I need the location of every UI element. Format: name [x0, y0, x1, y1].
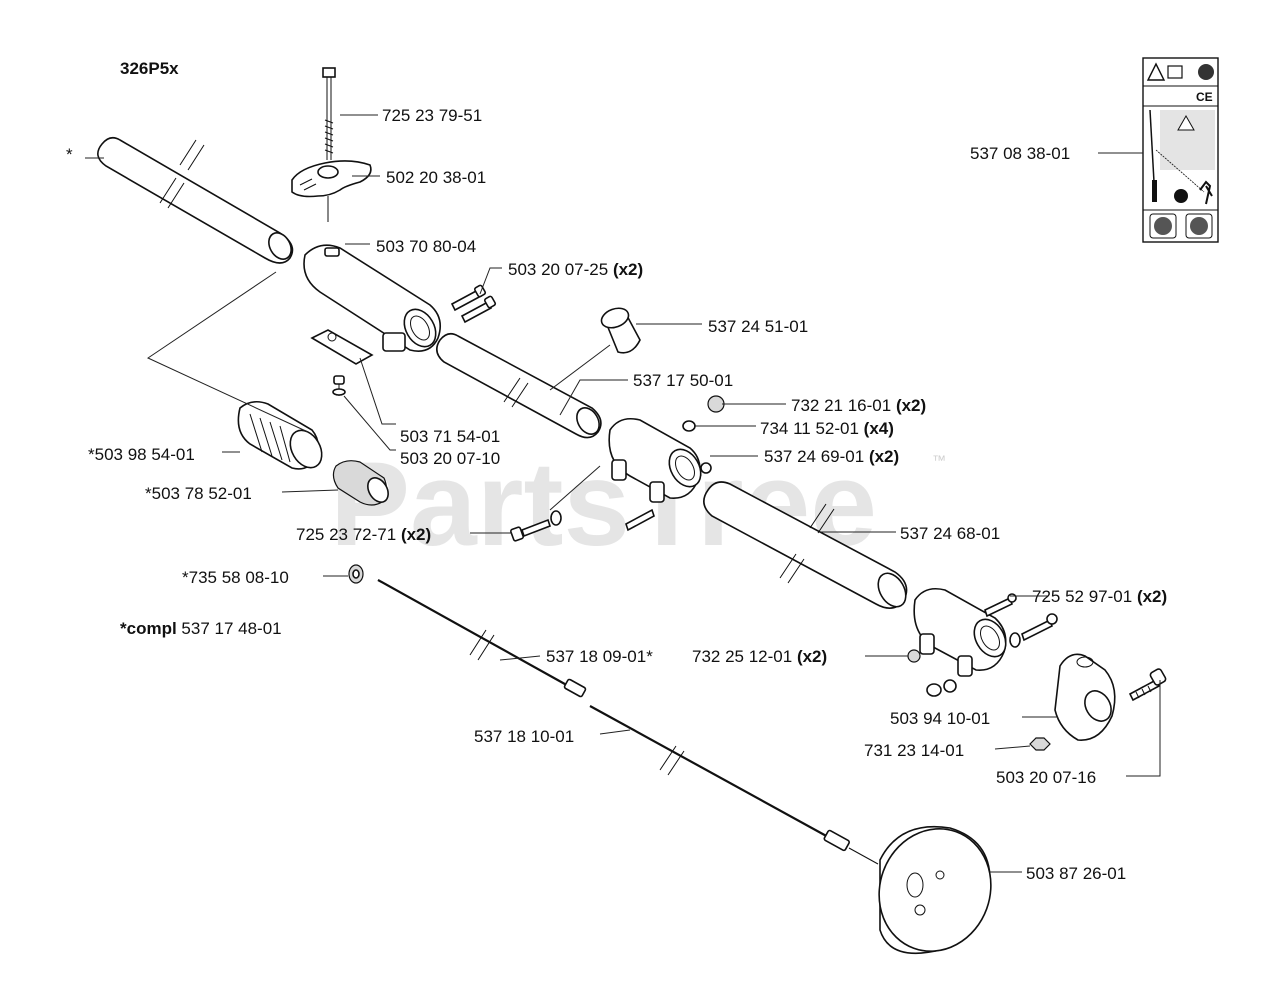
part-label-503-98-54-01[interactable]: *503 98 54-01: [88, 445, 195, 464]
drive-shaft-part: [377, 579, 587, 698]
lower-tube-part: [703, 481, 908, 609]
part-label-503-78-52-01[interactable]: *503 78 52-01: [145, 484, 252, 503]
long-bolt-part: [510, 508, 655, 542]
ce-mark: CE: [1196, 90, 1213, 104]
part-label-735-58-08-10[interactable]: *735 58 08-10: [182, 568, 289, 587]
washer-part: [348, 564, 364, 584]
bushing-part: [600, 307, 641, 354]
tube-clamp-lower-part: [913, 587, 1007, 677]
part-label-731-23-14-01[interactable]: 731 23 14-01: [864, 741, 964, 760]
bracket-nut-part: [1029, 737, 1051, 751]
part-label-537-18-10-01[interactable]: 537 18 10-01: [474, 727, 574, 746]
watermark-tm: ™: [932, 452, 946, 468]
part-label-503-20-07-16[interactable]: 503 20 07-16: [996, 768, 1096, 787]
part-label-537-17-50-01[interactable]: 537 17 50-01: [633, 371, 733, 390]
bracket-screw-part: [1128, 668, 1167, 702]
part-label-537-24-51-01[interactable]: 537 24 51-01: [708, 317, 808, 336]
safety-decal-part: CE: [1142, 57, 1219, 243]
screws-part: [450, 284, 497, 324]
shaft-liner-part: [589, 705, 879, 865]
part-label-537-24-68-01[interactable]: 537 24 68-01: [900, 524, 1000, 543]
part-label-725-23-72-71[interactable]: 725 23 72-71 (x2): [296, 525, 431, 544]
model-title: 326P5x: [120, 59, 179, 78]
part-label-503-20-07-10[interactable]: 503 20 07-10: [400, 449, 500, 468]
bracket-part: [1054, 653, 1116, 741]
filter-sleeve-part: [237, 400, 323, 470]
part-label-503-87-26-01[interactable]: 503 87 26-01: [1026, 864, 1126, 883]
part-labels: * 725 23 79-51 502 20 38-01 503 70 80-04…: [66, 106, 1167, 883]
small-screw-part: [332, 375, 346, 396]
nut-washer-upper-part: [682, 395, 725, 474]
part-label-732-21-16-01[interactable]: 732 21 16-01 (x2): [791, 396, 926, 415]
compl-note: *compl 537 17 48-01: [120, 619, 282, 638]
leader-lines: [85, 114, 1161, 873]
part-label-537-18-09-01[interactable]: 537 18 09-01*: [546, 647, 653, 666]
collar-part: [332, 460, 389, 506]
tube-clamp-upper-part: [608, 417, 702, 503]
nuts-lower-part: [907, 649, 957, 697]
upper-tube-part: [97, 136, 294, 264]
part-label-503-70-80-04[interactable]: 503 70 80-04: [376, 237, 476, 256]
knob-part: [291, 160, 372, 222]
part-label-503-20-07-25[interactable]: 503 20 07-25 (x2): [508, 260, 643, 279]
clamp-housing-part: [303, 244, 441, 365]
unlabeled-marker: *: [66, 145, 73, 164]
part-label-503-71-54-01[interactable]: 503 71 54-01: [400, 427, 500, 446]
part-label-725-52-97-01[interactable]: 725 52 97-01 (x2): [1032, 587, 1167, 606]
part-label-502-20-38-01[interactable]: 502 20 38-01: [386, 168, 486, 187]
bolt-part: [322, 67, 336, 160]
part-label-734-11-52-01[interactable]: 734 11 52-01 (x4): [760, 419, 894, 438]
part-label-732-25-12-01[interactable]: 732 25 12-01 (x2): [692, 647, 827, 666]
part-label-503-94-10-01[interactable]: 503 94 10-01: [890, 709, 990, 728]
part-label-537-08-38-01[interactable]: 537 08 38-01: [970, 144, 1070, 163]
part-label-537-24-69-01[interactable]: 537 24 69-01 (x2): [764, 447, 899, 466]
part-label-725-23-79-51[interactable]: 725 23 79-51: [382, 106, 482, 125]
mid-tube-part: [436, 332, 602, 439]
clutch-drum-part: [878, 825, 992, 954]
